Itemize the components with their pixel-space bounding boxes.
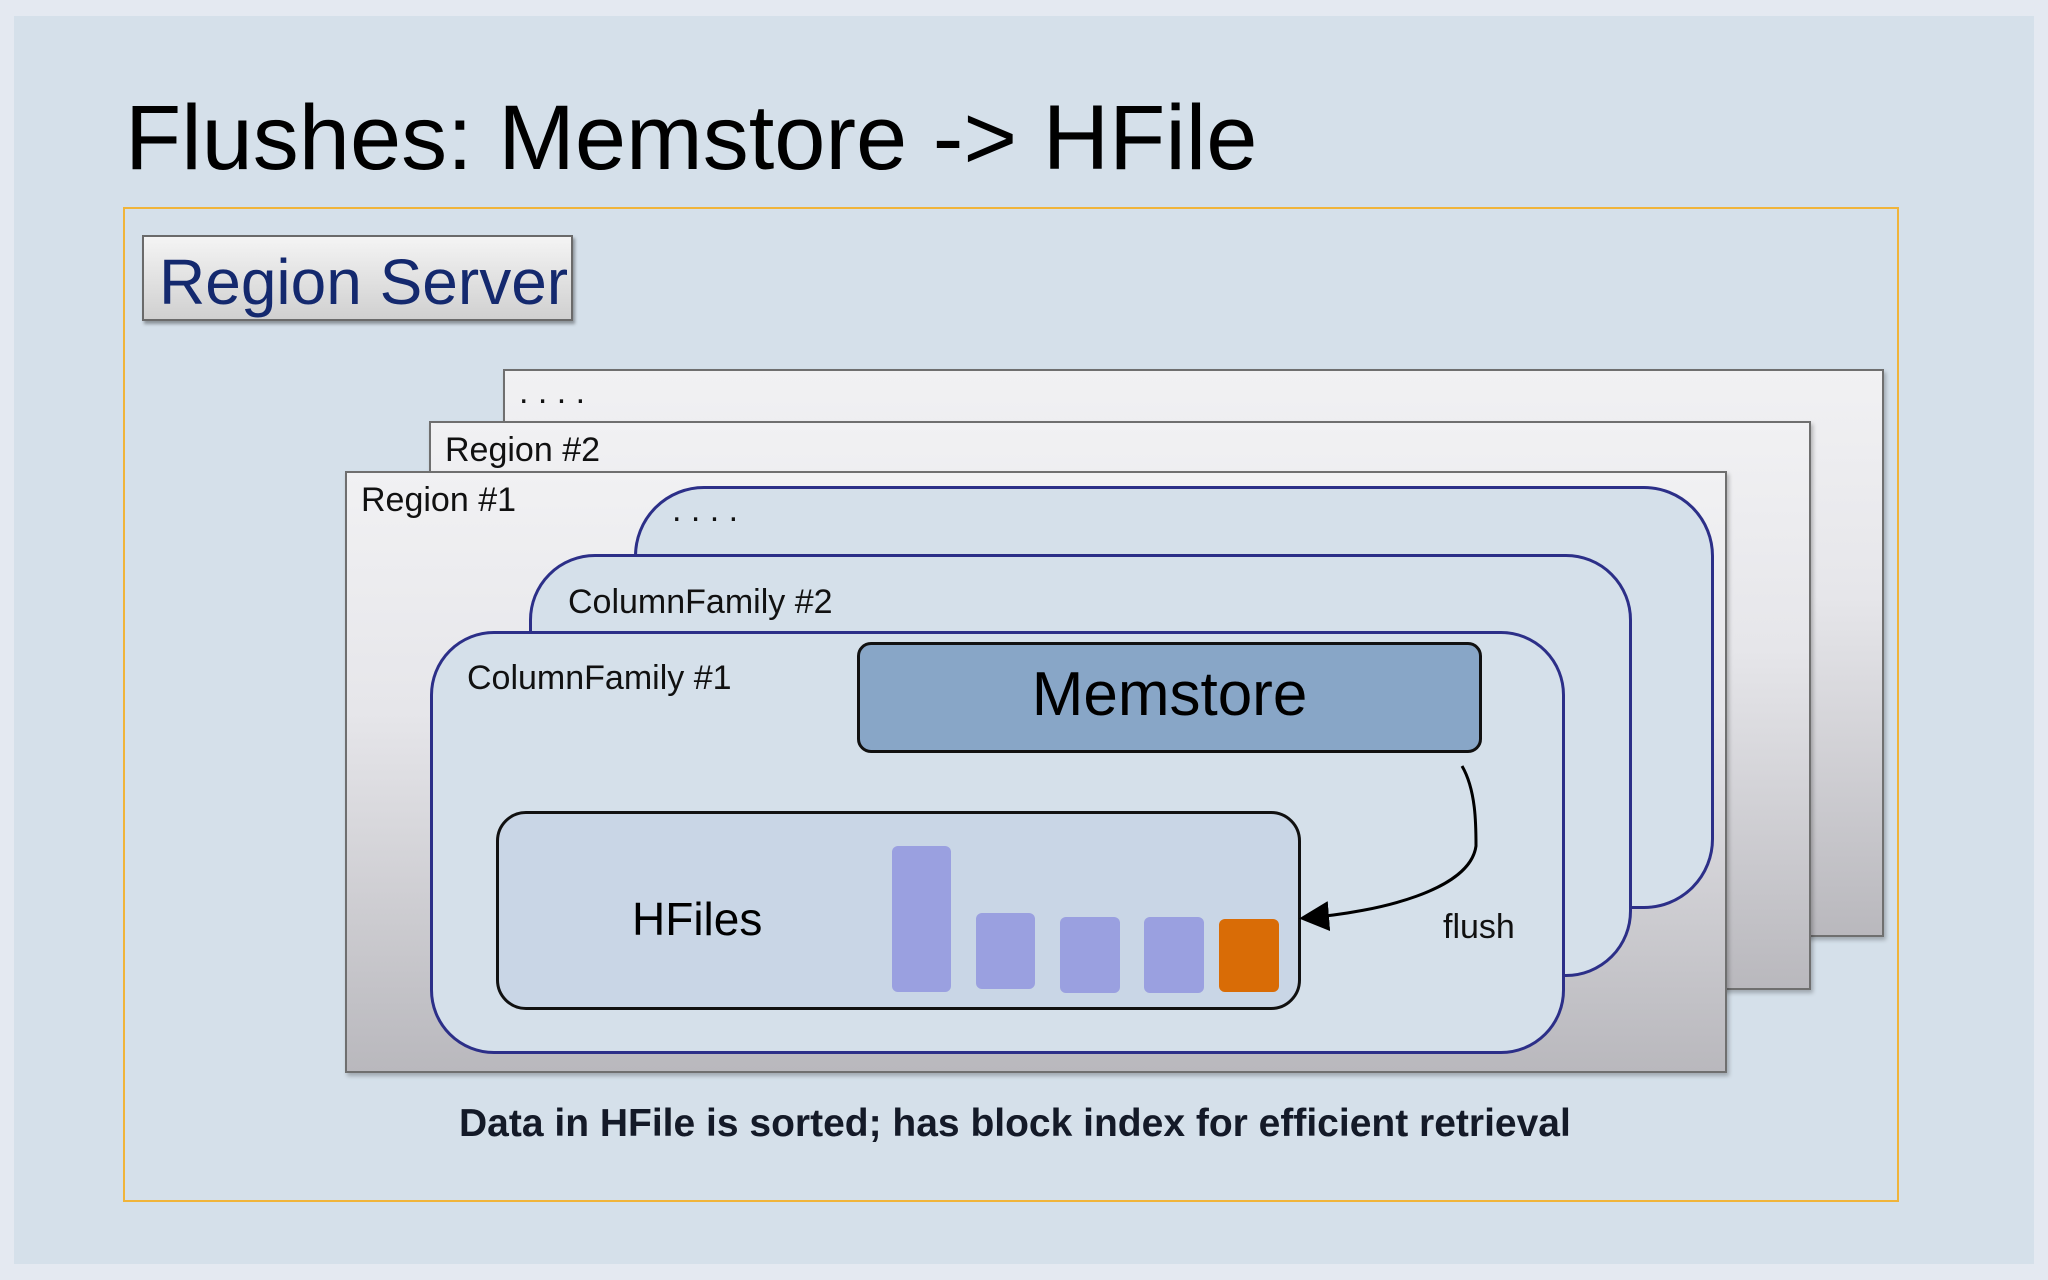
- column-family-more-label: . . . .: [672, 491, 739, 529]
- hfile-block: [1144, 917, 1204, 993]
- memstore-box: Memstore: [857, 642, 1482, 753]
- region-server-frame: [123, 207, 1899, 1202]
- hfile-block: [1060, 917, 1120, 993]
- region-more-label: . . . .: [519, 373, 586, 411]
- hfiles-label: HFiles: [632, 893, 763, 945]
- region-1-label: Region #1: [361, 481, 517, 519]
- hfiles-box: HFiles: [496, 811, 1301, 1010]
- slide-title: Flushes: Memstore -> HFile: [125, 87, 1258, 189]
- column-family-1-label: ColumnFamily #1: [467, 659, 732, 697]
- memstore-label: Memstore: [1031, 660, 1308, 729]
- column-family-2-label: ColumnFamily #2: [568, 583, 833, 621]
- region-server-label-box: Region Server: [142, 235, 573, 321]
- hfile-block: [976, 913, 1035, 989]
- hfile-block: [892, 846, 951, 992]
- flush-label: flush: [1443, 908, 1515, 946]
- region-server-label: Region Server: [159, 246, 569, 318]
- hfile-block-new: [1219, 919, 1279, 992]
- region-2-label: Region #2: [445, 431, 601, 469]
- caption: Data in HFile is sorted; has block index…: [459, 1102, 1571, 1145]
